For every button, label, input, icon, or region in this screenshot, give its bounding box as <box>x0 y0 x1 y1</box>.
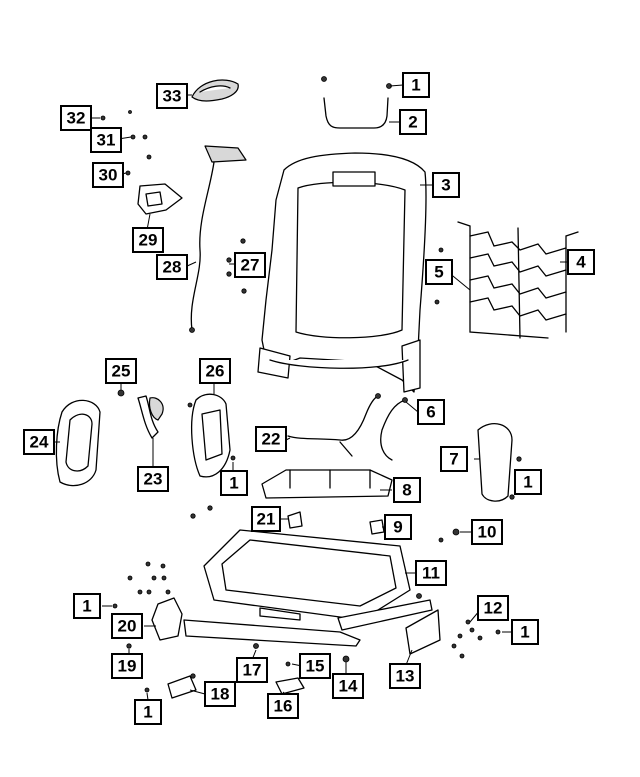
callout-8: 8 <box>393 477 421 503</box>
callout-24: 24 <box>23 429 55 455</box>
part-33-drawing <box>191 79 239 102</box>
callout-label: 29 <box>139 231 158 250</box>
callout-33: 33 <box>156 83 188 109</box>
callout-7: 7 <box>440 446 468 472</box>
part-18-drawing <box>167 675 197 699</box>
callout-27: 27 <box>234 252 266 278</box>
callout-label: 31 <box>97 131 116 150</box>
part-29-drawing <box>137 183 183 215</box>
part-8-drawing <box>261 469 393 499</box>
callout-32: 32 <box>60 105 92 131</box>
callout-30: 30 <box>92 162 124 188</box>
callout-1-bottom-left: 1 <box>134 699 162 725</box>
callout-label: 2 <box>408 113 417 132</box>
callout-26: 26 <box>199 358 231 384</box>
callout-22: 22 <box>255 426 287 452</box>
callout-label: 16 <box>274 697 293 716</box>
part-21-drawing <box>287 511 303 529</box>
callout-1-right-lower: 1 <box>511 619 539 645</box>
callout-2: 2 <box>399 109 427 135</box>
callout-9: 9 <box>384 514 412 540</box>
callout-label: 10 <box>478 523 497 542</box>
callout-label: 17 <box>243 661 262 680</box>
callout-10: 10 <box>471 519 503 545</box>
part-4-drawing <box>457 221 579 339</box>
callout-1-mid: 1 <box>220 470 248 496</box>
callout-23: 23 <box>137 466 169 492</box>
callout-label: 27 <box>241 256 260 275</box>
callout-label: 26 <box>206 362 225 381</box>
part-6-drawing <box>380 397 408 461</box>
callout-label: 5 <box>434 263 443 282</box>
callout-label: 24 <box>30 433 49 452</box>
callout-20: 20 <box>111 613 143 639</box>
callout-25: 25 <box>105 358 137 384</box>
part-11-drawing <box>183 529 433 647</box>
callout-4: 4 <box>567 249 595 275</box>
callout-18: 18 <box>204 681 236 707</box>
callout-label: 33 <box>163 87 182 106</box>
callout-21: 21 <box>251 506 281 532</box>
callout-11: 11 <box>415 560 447 586</box>
callout-label: 30 <box>99 166 118 185</box>
callout-29: 29 <box>132 227 164 253</box>
callout-label: 9 <box>393 518 402 537</box>
part-3-drawing <box>257 152 427 393</box>
callout-label: 32 <box>67 109 86 128</box>
part-28-drawing <box>189 145 247 333</box>
part-16-drawing <box>275 677 305 695</box>
callout-label: 1 <box>82 597 91 616</box>
callout-17: 17 <box>236 657 268 683</box>
callout-19: 19 <box>111 653 143 679</box>
part-24-drawing <box>55 399 101 487</box>
callout-label: 1 <box>520 623 529 642</box>
callout-label: 7 <box>449 450 458 469</box>
callout-label: 11 <box>422 564 440 583</box>
callout-label: 1 <box>143 703 152 722</box>
callout-label: 3 <box>441 176 450 195</box>
callout-15: 15 <box>299 653 331 679</box>
callout-label: 22 <box>262 430 281 449</box>
callout-12: 12 <box>477 595 509 621</box>
callout-label: 4 <box>576 253 586 272</box>
part-20-drawing <box>151 597 183 641</box>
callout-1-right-upper: 1 <box>514 469 542 495</box>
part-22-drawing <box>287 393 381 457</box>
callout-31: 31 <box>90 127 122 153</box>
callout-6: 6 <box>417 399 445 425</box>
part-10-drawing <box>438 528 460 543</box>
callout-1-top: 1 <box>402 72 430 98</box>
callout-label: 12 <box>484 599 503 618</box>
callout-label: 18 <box>211 685 230 704</box>
callout-label: 21 <box>257 510 276 529</box>
callout-label: 19 <box>118 657 137 676</box>
callout-label: 14 <box>339 677 358 696</box>
callout-28: 28 <box>156 254 188 280</box>
part-2-drawing <box>321 76 392 129</box>
callout-5: 5 <box>425 259 453 285</box>
callout-13: 13 <box>389 663 421 689</box>
part-13-drawing <box>405 609 441 655</box>
callout-label: 15 <box>306 657 325 676</box>
part-23-drawing <box>117 389 164 439</box>
callout-label: 20 <box>118 617 137 636</box>
callout-14: 14 <box>332 673 364 699</box>
callout-label: 8 <box>402 481 411 500</box>
leader-lines <box>50 84 568 701</box>
callout-label: 1 <box>523 473 532 492</box>
callout-3: 3 <box>432 172 460 198</box>
part-9-drawing <box>369 519 385 535</box>
callout-1-left: 1 <box>73 593 101 619</box>
callout-label: 23 <box>144 470 163 489</box>
callout-16: 16 <box>267 693 299 719</box>
part-7-drawing <box>477 423 513 502</box>
callout-label: 13 <box>396 667 415 686</box>
callout-label: 28 <box>163 258 182 277</box>
callout-label: 6 <box>426 403 435 422</box>
callout-label: 25 <box>112 362 131 381</box>
callout-label: 1 <box>411 76 420 95</box>
part-26-drawing <box>187 393 236 478</box>
callout-label: 1 <box>229 474 238 493</box>
